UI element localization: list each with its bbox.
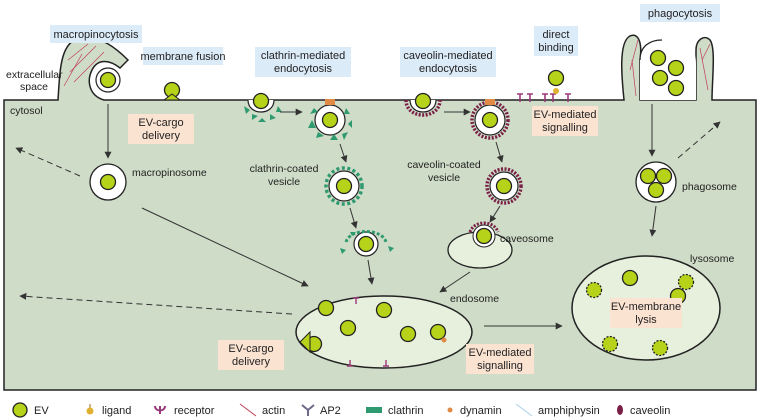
ev-clathrin-pit (252, 92, 270, 110)
label-cytosol: cytosol (10, 105, 43, 117)
ligand (553, 88, 559, 94)
ev-caveolin-pit (414, 92, 432, 110)
label-phagocytosis: phagocytosis (648, 8, 713, 20)
legend-receptor-icon (154, 405, 166, 414)
label-cargo-delivery-bottom-2: delivery (232, 356, 270, 368)
label-clathrin-1: clathrin-mediated (261, 50, 345, 62)
label-extracellular-1: extracellular (6, 69, 63, 81)
legend-ap2: AP2 (320, 405, 341, 417)
label-membrane-lysis-2: lysis (635, 314, 657, 326)
label-lysosome: lysosome (690, 253, 735, 265)
legend-clathrin: clathrin (388, 405, 423, 417)
label-caveolin-vesicle-2: vesicle (428, 172, 460, 184)
label-caveolin-vesicle-1: caveolin-coated (407, 159, 481, 171)
label-macropinocytosis: macropinocytosis (54, 29, 139, 41)
label-clathrin-vesicle-1: clathrin-coated (250, 163, 319, 175)
legend-ligand: ligand (102, 405, 131, 417)
ev-direct-binding (547, 69, 565, 87)
label-direct-2: binding (538, 42, 573, 54)
clathrin-coat-pit (244, 106, 282, 122)
label-direct-1: direct (543, 29, 570, 41)
label-membrane-fusion: membrane fusion (141, 51, 226, 63)
label-phagosome: phagosome (682, 181, 737, 193)
legend-clathrin-icon (366, 407, 382, 413)
label-signalling-top-2: signalling (542, 122, 588, 134)
label-caveolin-2: endocytosis (419, 63, 478, 75)
label-cargo-delivery-bottom-1: EV-cargo (228, 343, 273, 355)
legend-ligand-icon (86, 404, 94, 415)
legend-caveolin: caveolin (630, 405, 670, 417)
legend-actin: actin (262, 405, 285, 417)
legend-ev-icon (12, 402, 28, 418)
legend-dynamin-icon (447, 407, 453, 413)
label-signalling-bottom-2: signalling (477, 360, 523, 372)
legend-ev: EV (34, 405, 49, 417)
label-cargo-delivery-top-1: EV-cargo (138, 117, 183, 129)
legend-receptor: receptor (174, 405, 215, 417)
legend-caveolin-icon (617, 405, 623, 415)
label-clathrin-vesicle-2: vesicle (268, 176, 300, 188)
label-caveosome: caveosome (500, 233, 554, 245)
label-cargo-delivery-top-2: delivery (142, 130, 180, 142)
legend-ap2-icon (301, 404, 315, 416)
legend-amphiphysin: amphiphysin (538, 405, 600, 417)
label-macropinosome: macropinosome (132, 167, 207, 179)
ev-macropinocytosis (99, 71, 117, 89)
label-caveolin-1: caveolin-mediated (403, 50, 492, 62)
label-extracellular-2: space (20, 81, 48, 93)
label-signalling-bottom-1: EV-mediated (469, 347, 532, 359)
label-clathrin-2: endocytosis (274, 63, 333, 75)
label-signalling-top-1: EV-mediated (534, 109, 597, 121)
label-membrane-lysis-1: EV-membrane (611, 301, 681, 313)
endosome (295, 295, 473, 369)
receptors-surface (517, 93, 571, 102)
legend-amphiphysin-icon (515, 403, 533, 417)
legend: EV ligand receptor actin AP2 clathrin dy… (12, 402, 670, 418)
label-endosome: endosome (450, 293, 499, 305)
actin-filaments (63, 39, 711, 97)
legend-actin-icon (239, 403, 257, 417)
legend-dynamin: dynamin (460, 405, 502, 417)
